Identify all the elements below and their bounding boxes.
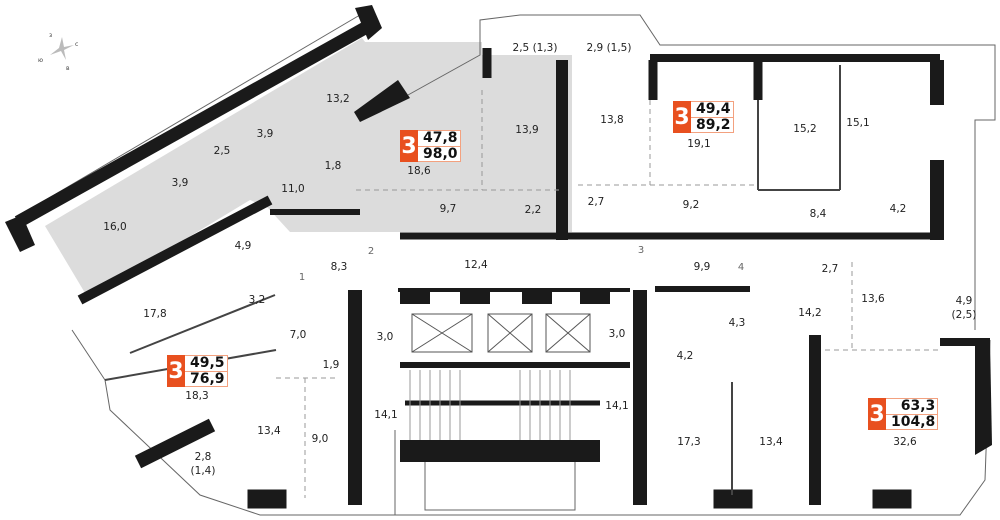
compass-rose: з с ю в [38,32,78,72]
zone-dividers [276,90,940,498]
total-area: 89,2 [696,117,731,133]
living-area: 49,5 [185,356,227,372]
room-area: 1,8 [325,160,342,172]
room-area: 9,9 [694,261,711,273]
room-area: 1,9 [323,359,340,371]
room-area: 3,2 [249,294,266,306]
room-area: 14,1 [374,409,397,421]
room-area: 32,6 [893,436,917,448]
room-area: 4,3 [729,317,746,329]
room-area: 2,7 [822,263,839,275]
room-area: 13,2 [326,93,349,105]
compass-icon [50,37,74,60]
stair-treads [409,370,571,440]
room-area: 17,3 [677,436,700,448]
room-area: 2,5 (1,3) [513,42,558,54]
room-area: 4,9 [956,295,973,307]
room-area: 11,0 [281,183,304,195]
room-count: 3 [673,101,691,133]
room-area: 18,3 [185,390,208,402]
room-count: 3 [167,355,185,387]
room-area: 3,0 [377,331,394,343]
room-area: 14,1 [605,400,628,412]
door-number: 3 [638,245,644,256]
room-area: 3,9 [172,177,189,189]
room-area: 8,4 [810,208,827,220]
room-area: 13,4 [759,436,783,448]
room-area: 4,9 [235,240,252,252]
compass-east-label: с [75,41,78,48]
building-outline [19,11,996,516]
room-area: 17,8 [143,308,166,320]
room-area: 2,5 [214,145,231,157]
room-area: 13,9 [515,124,538,136]
room-area: 12,4 [464,259,488,271]
room-area: 19,1 [687,138,710,150]
door-number: 1 [299,272,305,283]
door-number: 4 [738,262,744,273]
total-area: 76,9 [190,371,225,387]
room-area: 2,9 (1,5) [587,42,632,54]
room-area: (1,4) [191,465,216,477]
room-area: 9,0 [312,433,329,445]
compass-west-label: ю [38,57,43,64]
door-number: 2 [368,246,374,257]
room-count: 3 [400,130,418,162]
room-area: 9,2 [683,199,700,211]
room-area: 2,2 [525,204,542,216]
room-area: 18,6 [407,165,431,177]
room-area: 2,8 [195,451,212,463]
room-area: 7,0 [290,329,307,341]
room-labels: 13,2 3,9 2,5 3,9 1,8 11,0 16,0 18,6 9,7 … [103,42,976,477]
living-area: 63,3 [886,399,938,415]
room-area: 13,6 [861,293,885,305]
total-area: 104,8 [891,414,936,430]
room-area: 15,2 [793,123,816,135]
highlighted-apartment-fill[interactable] [45,38,572,298]
room-area: 3,0 [609,328,626,340]
room-area: 14,2 [798,307,821,319]
room-area: 2,7 [588,196,605,208]
room-area: 13,4 [257,425,281,437]
room-area: 13,8 [600,114,623,126]
door-numbers: 1 2 3 4 [299,245,744,283]
room-area: 16,0 [103,221,126,233]
walls [5,5,992,509]
room-area: 4,2 [677,350,694,362]
living-area: 47,8 [418,131,460,147]
compass-north-label: з [49,32,52,39]
room-area: 15,1 [846,117,869,129]
room-area: 3,9 [257,128,274,140]
room-area: 8,3 [331,261,348,273]
room-area: 9,7 [440,203,457,215]
room-area: 4,2 [890,203,907,215]
elevators [411,313,591,353]
room-count: 3 [868,398,886,430]
compass-south-label: в [66,65,70,72]
room-area: (2,5) [952,309,977,321]
living-area: 49,4 [691,102,733,118]
total-area: 98,0 [423,146,458,162]
